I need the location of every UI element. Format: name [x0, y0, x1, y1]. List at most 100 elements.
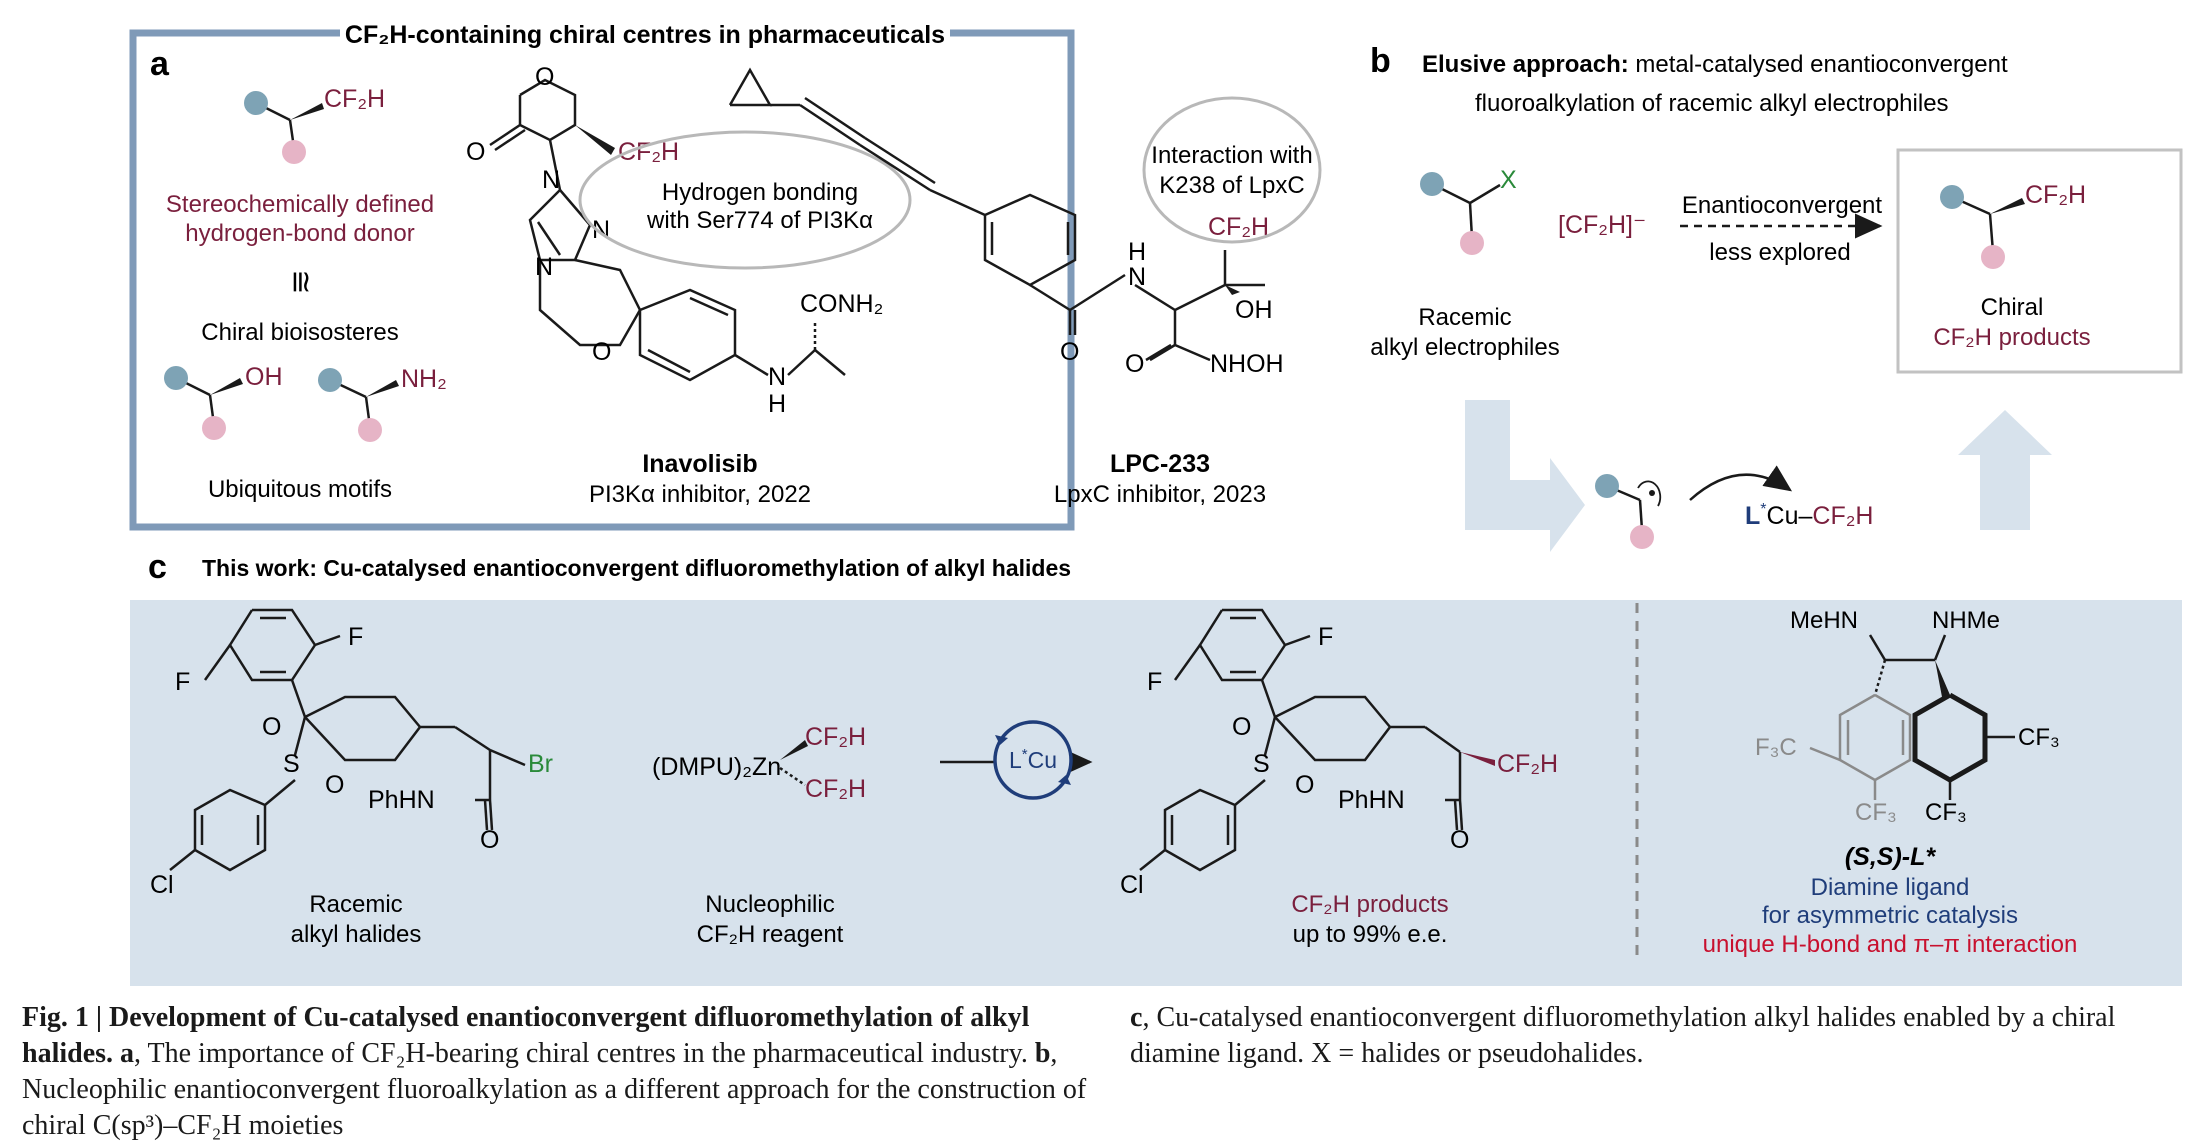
chiral-oh-motif: OH — [164, 363, 283, 440]
inavolisib-o1: O — [535, 63, 554, 91]
zn-cf2h-top: CF₂H — [805, 723, 866, 751]
lpc233-structure — [728, 67, 1265, 362]
interaction-ellipse — [1142, 96, 1322, 244]
substrate-cl: Cl — [150, 871, 174, 899]
hbond-ellipse — [578, 130, 912, 270]
product-o3: O — [1450, 826, 1469, 854]
inavolisib-n3: N — [535, 253, 553, 281]
panel-a-letter: a — [150, 45, 170, 83]
panel-b-title: Elusive approach: metal-catalysed enanti… — [1422, 51, 2008, 78]
products-line2: up to 99% e.e. — [1293, 921, 1448, 948]
bioisosteres-label: Chiral bioisosteres — [201, 319, 398, 346]
caption-fig-label: Fig. 1 | Development of Cu-catalysed ena… — [22, 1002, 1030, 1069]
substrate-s: S — [283, 750, 300, 778]
caption-c-text: , Cu-catalysed enantioconvergent difluor… — [1130, 1002, 2116, 1069]
lpc-cf2h: CF₂H — [1208, 213, 1269, 241]
pale-up-arrow — [1905, 410, 2052, 530]
chiral-line2: CF₂H products — [1933, 324, 2090, 351]
panel-b-title-line2: fluoroalkylation of racemic alkyl electr… — [1475, 90, 1949, 117]
caption-b-label: b — [1034, 1038, 1051, 1069]
arrow-bottom-label: less explored — [1709, 239, 1850, 266]
substrate-br: Br — [528, 750, 553, 778]
diamine-ligand-structure — [1809, 634, 2015, 800]
curved-arrow — [1689, 465, 1793, 501]
racemic-line1: Racemic — [1418, 304, 1511, 331]
product-phhn: PhHN — [1338, 786, 1405, 814]
caption-a-label: a — [120, 1038, 135, 1069]
product-cf2h: CF₂H — [1497, 750, 1558, 778]
product-o2: O — [1295, 771, 1314, 799]
lpc-o2: O — [1125, 350, 1144, 378]
panel-a: CF₂H-containing chiral centres in pharma… — [129, 18, 1322, 531]
substrate-f1: F — [348, 623, 363, 651]
ligand-mehn: MeHN — [1790, 607, 1858, 634]
leaving-group-x: X — [1500, 166, 1517, 194]
inavolisib-name: Inavolisib — [642, 450, 757, 478]
cu-cf2h-complex: L*Cu–CF₂H — [1745, 501, 1873, 530]
inavolisib-structure — [489, 78, 846, 382]
interaction-line1: Interaction with — [1151, 142, 1312, 169]
inavolisib-desc: PI3Kα inhibitor, 2022 — [589, 481, 811, 508]
cf2h-label: CF₂H — [324, 85, 385, 113]
panel-b-title-rest: metal-catalysed enantioconvergent — [1629, 51, 2008, 78]
panel-c-background — [130, 600, 2182, 986]
lpc-name: LPC-233 — [1110, 450, 1210, 478]
ligand-line1: Diamine ligand — [1811, 874, 1970, 901]
caption-a-text: , The importance of CF₂H-bearing chiral … — [134, 1038, 1028, 1069]
ligand-line2: for asymmetric catalysis — [1762, 902, 2018, 929]
lpc-desc: LpxC inhibitor, 2023 — [1054, 481, 1266, 508]
catalyst-cycle — [993, 720, 1073, 800]
chiral-nh2-motif: NH₂ — [318, 365, 447, 442]
panel-a-title: CF₂H-containing chiral centres in pharma… — [345, 21, 945, 49]
ligand-cf3-bottom: CF₃ — [1925, 799, 1967, 826]
chiral-product-box — [1896, 148, 2183, 374]
substrate-f2: F — [175, 668, 190, 696]
blue-substituent-ball — [244, 91, 268, 115]
nh2-label: NH₂ — [401, 365, 447, 393]
approx-symbol: ≅ — [284, 269, 317, 294]
panel-b-letter: b — [1370, 42, 1391, 80]
inavolisib-n1: N — [542, 166, 560, 194]
hbond-donor-label: hydrogen-bond donor — [185, 220, 415, 247]
pale-down-right-arrow — [1465, 400, 1585, 552]
ligand-cf3-right: CF₃ — [2018, 724, 2060, 751]
ligand-nhme: NHMe — [1932, 607, 2000, 634]
ligand-name: (S,S)-L* — [1845, 843, 1937, 871]
product-cf2h: CF₂H — [2025, 181, 2086, 209]
interaction-line2: K238 of LpxC — [1159, 172, 1304, 199]
products-line1: CF₂H products — [1291, 891, 1448, 918]
racemic-electrophile-structure: X — [1420, 166, 1517, 255]
substrate-o3: O — [480, 826, 499, 854]
ubiquitous-label: Ubiquitous motifs — [208, 476, 392, 503]
panel-c: c This work: Cu-catalysed enantioconverg… — [130, 548, 2182, 986]
product-s: S — [1253, 750, 1270, 778]
cf2h-anion-reagent: [CF₂H]⁻ — [1558, 211, 1646, 239]
lpc-o1: O — [1060, 338, 1079, 366]
caption-c-label: c — [1130, 1002, 1143, 1033]
ligand-cf3-grey: CF₃ — [1855, 799, 1897, 826]
racemic-halides-line1: Racemic — [309, 891, 402, 918]
zinc-reagent: (DMPU)₂Zn CF₂H CF₂H — [652, 723, 866, 803]
zn-cf2h-bottom: CF₂H — [805, 775, 866, 803]
figure-caption-left: Fig. 1 | Development of Cu-catalysed ena… — [22, 1000, 1112, 1144]
racemic-line2: alkyl electrophiles — [1370, 334, 1559, 361]
product-cl: Cl — [1120, 871, 1144, 899]
stereo-defined-label: Stereochemically defined — [166, 191, 434, 218]
inavolisib-o3: O — [592, 338, 611, 366]
oh-label: OH — [245, 363, 283, 391]
product-structure — [1139, 608, 1464, 872]
product-f2: F — [1147, 668, 1162, 696]
nucleophilic-line2: CF₂H reagent — [697, 921, 844, 948]
inavolisib-o2: O — [466, 138, 485, 166]
arrow-top-label: Enantioconvergent — [1682, 192, 1882, 219]
nucleophilic-line1: Nucleophilic — [705, 891, 834, 918]
product-o1: O — [1232, 713, 1251, 741]
chiral-cf2h-motif: CF₂H — [244, 85, 385, 164]
substrate-o1: O — [262, 713, 281, 741]
panel-c-letter: c — [148, 548, 167, 586]
panel-b: b Elusive approach: metal-catalysed enan… — [1370, 42, 2183, 552]
panel-c-title: This work: Cu-catalysed enantioconvergen… — [202, 555, 1071, 581]
lpc-oh: OH — [1235, 296, 1273, 324]
figure-caption-right: c, Cu-catalysed enantioconvergent difluo… — [1130, 1000, 2175, 1072]
